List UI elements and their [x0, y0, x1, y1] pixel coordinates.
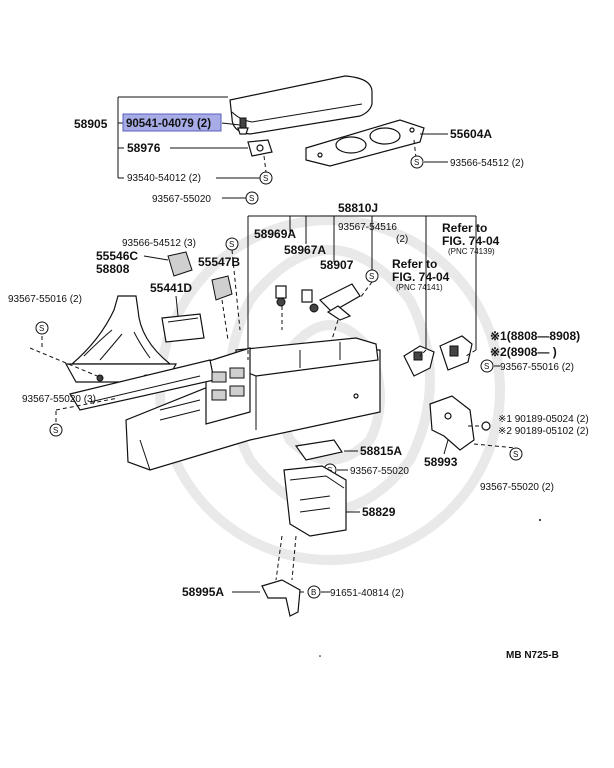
label-90541[interactable]: 90541-04079 (2): [126, 118, 211, 130]
note-2: ※2(8908— ): [490, 345, 557, 359]
label-93567-55020-right: 93567-55020 (2): [480, 482, 554, 493]
bolt-icon-91651: B: [307, 585, 321, 599]
label-55604A: 55604A: [450, 127, 492, 141]
ashtray-part: [161, 313, 205, 343]
label-55441D: 55441D: [150, 281, 192, 295]
svg-text:S: S: [484, 362, 489, 371]
note-1: ※1(8808—8908): [490, 329, 580, 343]
label-58967A: 58967A: [284, 243, 326, 257]
ref1-text[interactable]: Refer to: [442, 221, 487, 235]
clip-part-58976: [247, 139, 273, 157]
bracket-58810J: [247, 215, 477, 350]
label-58976: 58976: [127, 141, 161, 155]
screw-icon-93567-top: S: [245, 191, 259, 205]
label-90189-1: ※1 90189-05024 (2): [498, 414, 589, 425]
label-55546C: 55546C: [96, 249, 138, 263]
rear-box-part-58829: [283, 465, 347, 537]
screw-icon-93567-55016-right: S: [480, 359, 494, 373]
armrest-lid-part: [229, 75, 373, 135]
nut-part-90189: [481, 421, 491, 431]
label-93567-55020-mid: 93567-55020: [350, 466, 409, 477]
cover-part-58815A: [294, 439, 343, 461]
label-93567-55016-right: 93567-55016 (2): [500, 362, 574, 373]
knob-part-55546C: [167, 251, 193, 277]
svg-text:S: S: [513, 450, 518, 459]
label-58815A: 58815A: [360, 444, 402, 458]
label-58993: 58993: [424, 455, 458, 469]
screw-icon-93567-55020-right: S: [509, 447, 523, 461]
label-58829: 58829: [362, 505, 396, 519]
clip-part-58969A: [275, 285, 287, 307]
console-body-part: [69, 337, 381, 471]
bracket-58905: [117, 96, 228, 179]
svg-text:S: S: [414, 158, 419, 167]
label-93567-54516-qty: (2): [396, 234, 408, 245]
screw-icon-93540: S: [259, 171, 273, 185]
label-93567-55016-left: 93567-55016 (2): [8, 294, 82, 305]
label-93567-55020-left: 93567-55020 (3): [22, 394, 96, 405]
screw-icon-93566-mid: S: [225, 237, 239, 251]
knob-part-55547B: [211, 275, 233, 301]
label-58969A: 58969A: [254, 227, 296, 241]
screw-icon-93567-55020-left: S: [49, 423, 63, 437]
svg-text:S: S: [369, 272, 374, 281]
label-93567-55020-top: 93567-55020: [152, 194, 211, 205]
switch-part-74139: [439, 335, 473, 371]
screw-part: [237, 117, 249, 135]
ref1-pnc: (PNC 74139): [448, 247, 495, 256]
switch-part-74141: [403, 345, 435, 377]
label-58808: 58808: [96, 262, 130, 276]
label-93540: 93540-54012 (2): [127, 173, 201, 184]
shift-boot-part: [64, 295, 178, 383]
screw-icon-93567-55016-left: S: [35, 321, 49, 335]
highlight-box: [122, 113, 222, 132]
svg-text:S: S: [53, 426, 58, 435]
label-93566-mid: 93566-54512 (3): [122, 238, 196, 249]
ref1-fig[interactable]: FIG. 74-04: [442, 234, 500, 248]
cup-holder-plate-part: [305, 119, 425, 167]
label-90189-2: ※2 90189-05102 (2): [498, 426, 589, 437]
label-55547B: 55547B: [198, 255, 240, 269]
screw-icon-93567-54516: S: [365, 269, 379, 283]
svg-text:S: S: [39, 324, 44, 333]
bracket-part-58993: [429, 395, 475, 451]
screw-icon-93566-top: S: [410, 155, 424, 169]
ref2-text[interactable]: Refer to: [392, 257, 437, 271]
bracket-part-58995A: [261, 579, 301, 617]
label-91651: 91651-40814 (2): [330, 588, 404, 599]
label-58810J: 58810J: [338, 201, 378, 215]
ref2-pnc: (PNC 74141): [396, 283, 443, 292]
label-93567-54516: 93567-54516: [338, 222, 397, 233]
bracket-part-58907: [318, 283, 361, 321]
label-58907: 58907: [320, 258, 354, 272]
footer-code: MB N725-B: [506, 650, 559, 661]
clip-part-58967A: [301, 289, 319, 313]
label-93566-top: 93566-54512 (2): [450, 158, 524, 169]
svg-text:S: S: [263, 174, 268, 183]
label-58995A: 58995A: [182, 585, 224, 599]
ref2-fig[interactable]: FIG. 74-04: [392, 270, 450, 284]
svg-text:B: B: [311, 588, 316, 597]
svg-text:S: S: [249, 194, 254, 203]
svg-text:S: S: [229, 240, 234, 249]
label-58905: 58905: [74, 117, 108, 131]
